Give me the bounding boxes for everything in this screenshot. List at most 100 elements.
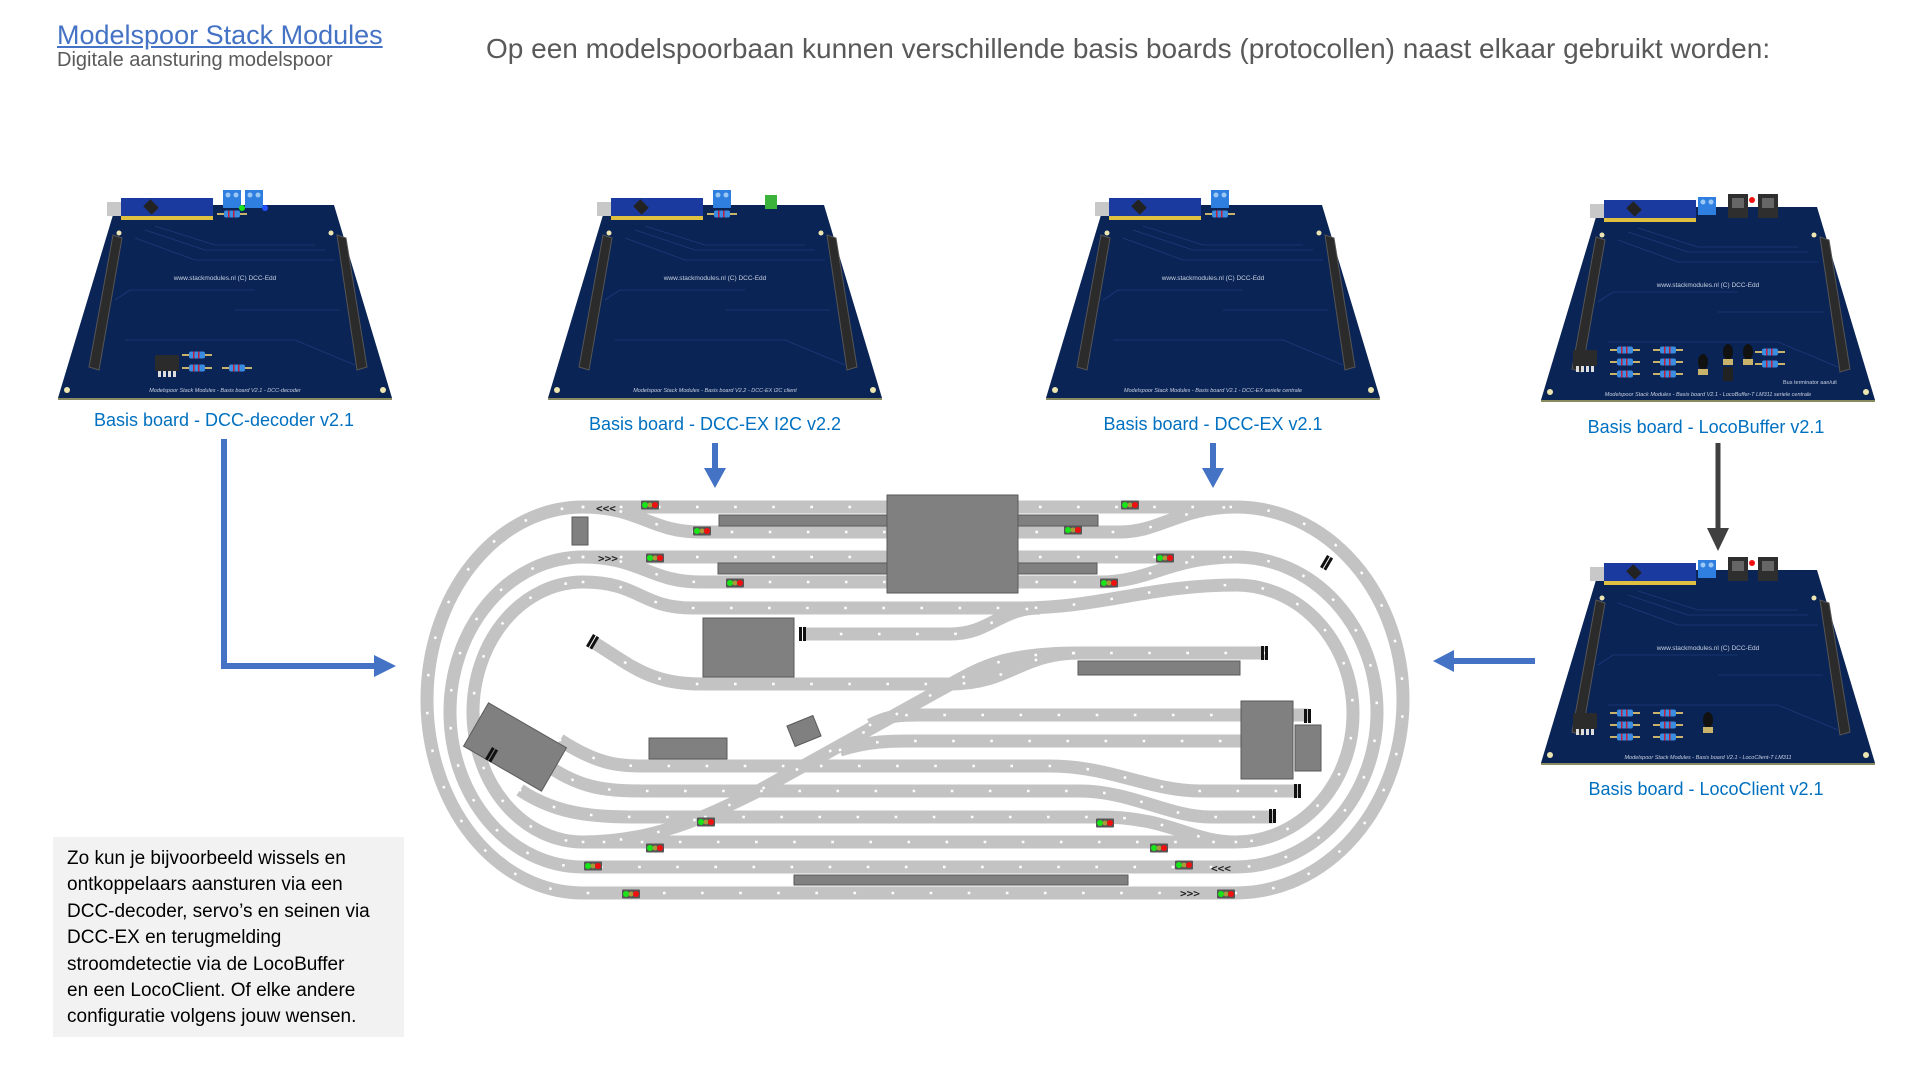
building: [648, 737, 728, 760]
note-line: en een LocoClient. Of elke andere: [67, 980, 356, 1002]
mounting-hole: [1599, 595, 1605, 601]
pcb-outline: [58, 205, 392, 398]
mounting-hole: [1811, 595, 1817, 601]
signal-icon[interactable]: [584, 861, 602, 871]
signal-icon[interactable]: [646, 553, 664, 563]
terminal-block-icon: [765, 195, 777, 209]
board-label-locobuffer: Basis board - LocoBuffer v2.1: [1587, 417, 1825, 437]
pcb-website-text: www.stackmodules.nl (C) DCC-Edd: [1161, 275, 1265, 282]
signal-icon[interactable]: [622, 889, 640, 899]
pcb-traces: [604, 225, 846, 366]
board-label-dcc-decoder: Basis board - DCC-decoder v2.1: [93, 410, 355, 430]
note-line: DCC-decoder, servo’s en seinen via: [67, 900, 370, 922]
signal-icon[interactable]: [726, 578, 744, 588]
signal-icon[interactable]: [1150, 843, 1168, 853]
terminal-block-icon: [1698, 197, 1716, 215]
building: [571, 516, 589, 546]
mounting-hole: [116, 230, 122, 236]
signal-icon[interactable]: [1064, 525, 1082, 535]
pcb-footer-text: Modelspoor Stack Modules - Basis board V…: [1124, 388, 1302, 394]
arduino-nano-icon: [597, 198, 703, 220]
board-locobuffer: www.stackmodules.nl (C) DCC-Edd Bus term…: [1538, 192, 1878, 406]
pcb-outline: [548, 205, 882, 398]
mounting-hole: [1316, 230, 1322, 236]
signal-icon[interactable]: [693, 526, 711, 536]
signal-icon[interactable]: [1175, 860, 1193, 870]
arduino-nano-icon: [1590, 563, 1696, 585]
track-sleepers: [801, 606, 1042, 636]
station-building: [886, 494, 1019, 594]
arduino-nano-icon: [1590, 200, 1696, 222]
resistor-icon: [1610, 709, 1640, 717]
note-line: Zo kun je bijvoorbeeld wissels en: [67, 848, 346, 869]
site-subtitle: Digitale aansturing modelspoor: [57, 49, 333, 71]
buffer-stop-icon: [1304, 709, 1311, 723]
buffer-stop-icon: [1294, 784, 1301, 798]
mounting-hole: [1811, 232, 1817, 238]
arduino-nano-icon: [107, 198, 213, 220]
board-dcc-ex-i2c: www.stackmodules.nl (C) DCC-Edd Modelspo…: [545, 190, 885, 404]
signal-icon[interactable]: [1096, 818, 1114, 828]
pin-header-right: [826, 234, 858, 371]
signal-icon[interactable]: [646, 843, 664, 853]
track-yard-4: [536, 754, 1273, 824]
pcb-website-text: www.stackmodules.nl (C) DCC-Edd: [173, 275, 277, 282]
site-title-link[interactable]: Modelspoor Stack Modules: [57, 20, 383, 50]
platform: [1077, 660, 1241, 676]
resistor-icon: [1653, 721, 1683, 729]
arrow-locobuffer-to-lococlient: [1707, 443, 1729, 551]
signal-icon[interactable]: [1100, 578, 1118, 588]
pcb-image: www.stackmodules.nl (C) DCC-Edd Modelspo…: [1046, 190, 1380, 400]
pin-header-right: [1819, 599, 1851, 736]
mounting-hole: [554, 387, 560, 393]
resistor-icon: [1653, 709, 1683, 717]
mounting-hole: [606, 230, 612, 236]
buffer-stop-icon: [1261, 646, 1268, 660]
pcb-traces: [114, 225, 356, 366]
note-line: DCC-EX en terugmelding: [67, 927, 282, 949]
board-label-dcc-ex: Basis board - DCC-EX v2.1: [1103, 414, 1323, 434]
resistor-icon: [182, 364, 212, 372]
buffer-stops: [485, 554, 1334, 823]
pcb-website-text: www.stackmodules.nl (C) DCC-Edd: [1656, 645, 1760, 652]
rj-jack-icon: [1728, 194, 1748, 218]
dip8-chip-icon: [155, 355, 179, 377]
transistor-icon: [1723, 344, 1733, 365]
dip8-chip-icon: [1573, 713, 1597, 735]
pcb-traces: [1597, 590, 1839, 731]
resistor-icon: [1610, 370, 1640, 378]
resistor-icon: [1610, 358, 1640, 366]
mounting-hole: [1599, 232, 1605, 238]
track-sleepers: [425, 505, 1405, 895]
resistor-icon: [182, 351, 212, 359]
pcb-image: www.stackmodules.nl (C) DCC-Edd Bus term…: [1541, 194, 1875, 402]
note-line: configuratie volgens jouw wensen.: [67, 1006, 357, 1028]
resistor-icon: [1653, 370, 1683, 378]
terminal-block-icon: [713, 190, 731, 208]
resistor-icon: [1755, 360, 1785, 368]
resistor-icon: [1653, 346, 1683, 354]
signal-icon[interactable]: [1156, 553, 1174, 563]
signal-icon[interactable]: [1121, 500, 1139, 510]
resistor-icon: [707, 210, 737, 218]
buffer-stop-icon: [485, 746, 499, 763]
note-line: stroomdetectie via de LocoBuffer: [67, 953, 345, 975]
pcb-traces: [1102, 225, 1344, 366]
arrow-dcc-ex-down: [1202, 443, 1224, 488]
track-sleepers: [581, 555, 1238, 584]
buffer-stop-icon: [1320, 554, 1334, 571]
signals: [584, 500, 1235, 899]
dip8-chip-icon: [1573, 350, 1597, 372]
signal-icon[interactable]: [641, 500, 659, 510]
track-yard-3: [556, 734, 1298, 798]
direction-mark-right: >>>: [598, 552, 618, 565]
pcb-website-text: www.stackmodules.nl (C) DCC-Edd: [1656, 282, 1760, 289]
mounting-hole: [1547, 389, 1553, 395]
signal-icon[interactable]: [697, 817, 715, 827]
mounting-hole: [64, 387, 70, 393]
transistor-icon: [1743, 344, 1753, 365]
terminal-block-icon: [223, 190, 241, 208]
signal-icon[interactable]: [1217, 889, 1235, 899]
pcb-footer-text: Modelspoor Stack Modules - Basis board V…: [1605, 392, 1811, 398]
